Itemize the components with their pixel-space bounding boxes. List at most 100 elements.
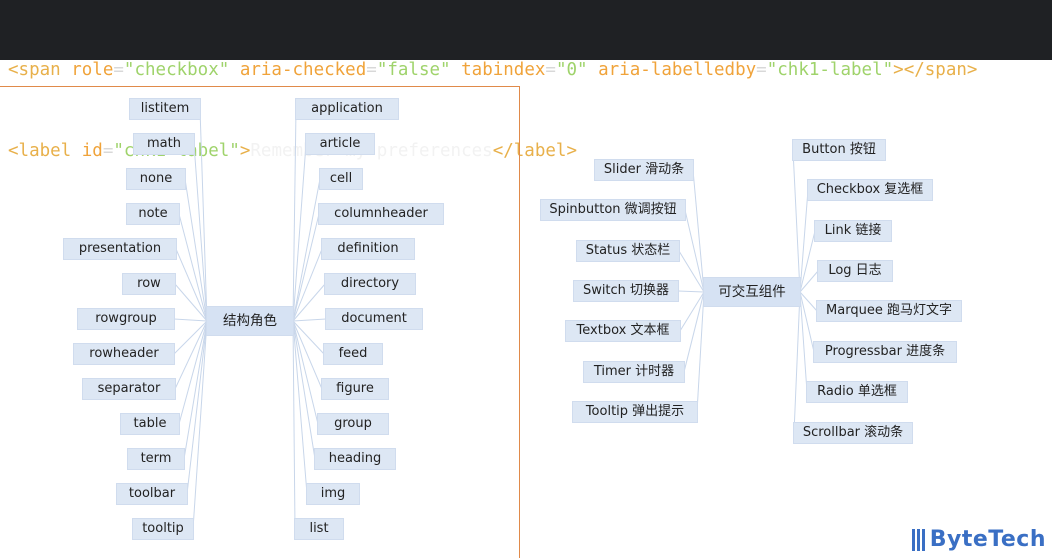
- connector-line: [174, 283, 208, 322]
- component-node-progressbar: Progressbar 进度条: [814, 342, 956, 362]
- code-token: <label: [8, 141, 82, 161]
- connector-line: [199, 108, 208, 322]
- component-node-slider: Slider 滑动条: [595, 160, 693, 180]
- connector-line: [292, 320, 296, 530]
- component-node-textbox: Textbox 文本框: [566, 321, 680, 341]
- component-node-button: Button 按钮: [793, 140, 885, 160]
- code-token: "0": [555, 60, 588, 80]
- code-token: "checkbox": [123, 60, 230, 80]
- code-line-1: <span role="checkbox" aria-checked="fals…: [8, 57, 1052, 84]
- component-node-tooltip: Tooltip 弹出提示: [573, 402, 697, 422]
- role-node-columnheader: columnheader: [319, 204, 443, 224]
- connector-line: [183, 320, 208, 460]
- role-node-group: group: [318, 414, 388, 434]
- role-node-document: document: [326, 309, 422, 329]
- bytetech-logo-icon: [911, 529, 926, 551]
- component-node-status: Status 状态栏: [577, 241, 679, 261]
- connector-line: [292, 320, 323, 390]
- role-node-heading: heading: [315, 449, 395, 469]
- connector-line: [184, 178, 208, 322]
- code-token: <span: [8, 60, 72, 80]
- connector-line: [799, 189, 809, 293]
- connector-line: [175, 248, 208, 322]
- code-token: tabindex: [461, 60, 546, 80]
- code-token: aria-checked: [239, 60, 367, 80]
- role-node-presentation: presentation: [64, 239, 176, 259]
- connector-line: [193, 143, 208, 322]
- connector-line: [186, 320, 208, 495]
- role-node-term: term: [128, 449, 184, 469]
- role-node-rowheader: rowheader: [74, 344, 174, 364]
- code-token: aria-labelledby: [598, 60, 757, 80]
- code-token: ></span>: [893, 60, 978, 80]
- connector-line: [173, 320, 208, 355]
- connector-line: [292, 178, 321, 322]
- component-node-switch: Switch 切换器: [574, 281, 678, 301]
- role-node-note: note: [127, 204, 179, 224]
- connector-line: [292, 213, 320, 322]
- role-node-definition: definition: [322, 239, 414, 259]
- component-node-timer: Timer 计时器: [584, 362, 684, 382]
- connector-line: [692, 169, 705, 293]
- connector-line: [696, 291, 705, 413]
- connector-line: [679, 291, 705, 332]
- role-node-row: row: [123, 274, 175, 294]
- code-token: >: [239, 141, 251, 161]
- role-node-cell: cell: [320, 169, 362, 189]
- connector-line: [799, 291, 818, 312]
- connector-line: [799, 291, 815, 353]
- connector-line: [292, 248, 323, 322]
- center-node-structure-roles: 结构角色: [207, 307, 293, 335]
- code-token: =: [366, 60, 377, 80]
- component-node-log: Log 日志: [818, 261, 892, 281]
- code-token: "chk1-label": [766, 60, 894, 80]
- connector-line: [292, 318, 327, 322]
- code-token: "false": [376, 60, 451, 80]
- connector-line: [292, 108, 297, 322]
- connector-line: [292, 320, 319, 425]
- connector-line: [793, 291, 801, 434]
- role-node-none: none: [127, 169, 185, 189]
- connector-line: [684, 209, 705, 293]
- connector-line: [792, 149, 801, 293]
- connector-line: [799, 270, 819, 293]
- role-node-separator: separator: [83, 379, 175, 399]
- connector-line: [292, 143, 307, 322]
- connector-line: [292, 320, 316, 460]
- connector-line: [799, 291, 808, 393]
- connector-line: [292, 283, 326, 322]
- component-node-scrollbar: Scrollbar 滚动条: [794, 423, 912, 443]
- role-node-tooltip: tooltip: [133, 519, 193, 539]
- component-node-marquee: Marquee 跑马灯文字: [817, 301, 961, 321]
- structure-roles-connectors: [173, 108, 327, 530]
- connector-line: [677, 290, 705, 293]
- role-node-directory: directory: [325, 274, 415, 294]
- role-node-toolbar: toolbar: [117, 484, 187, 504]
- component-node-radio: Radio 单选框: [807, 382, 907, 402]
- connector-line: [292, 320, 325, 355]
- role-node-feed: feed: [324, 344, 382, 364]
- role-node-article: article: [306, 134, 374, 154]
- code-token: =: [545, 60, 556, 80]
- connector-line: [192, 320, 208, 530]
- connector-line: [683, 291, 705, 373]
- component-node-spinbutton: Spinbutton 微调按钮: [541, 200, 685, 220]
- connector-line: [174, 320, 208, 390]
- code-snippet: <span role="checkbox" aria-checked="fals…: [0, 0, 1052, 161]
- code-token: id: [81, 141, 103, 161]
- role-node-img: img: [307, 484, 359, 504]
- role-node-rowgroup: rowgroup: [78, 309, 174, 329]
- component-node-link: Link 链接: [815, 221, 891, 241]
- connector-line: [292, 320, 308, 495]
- role-node-application: application: [296, 99, 398, 119]
- role-node-figure: figure: [322, 379, 388, 399]
- code-token: =: [756, 60, 767, 80]
- connector-line: [799, 230, 816, 293]
- role-node-listitem: listitem: [130, 99, 200, 119]
- code-token: =: [102, 141, 114, 161]
- center-node-interactive-components: 可交互组件: [704, 278, 800, 306]
- connector-line: [178, 320, 208, 425]
- code-token: =: [113, 60, 124, 80]
